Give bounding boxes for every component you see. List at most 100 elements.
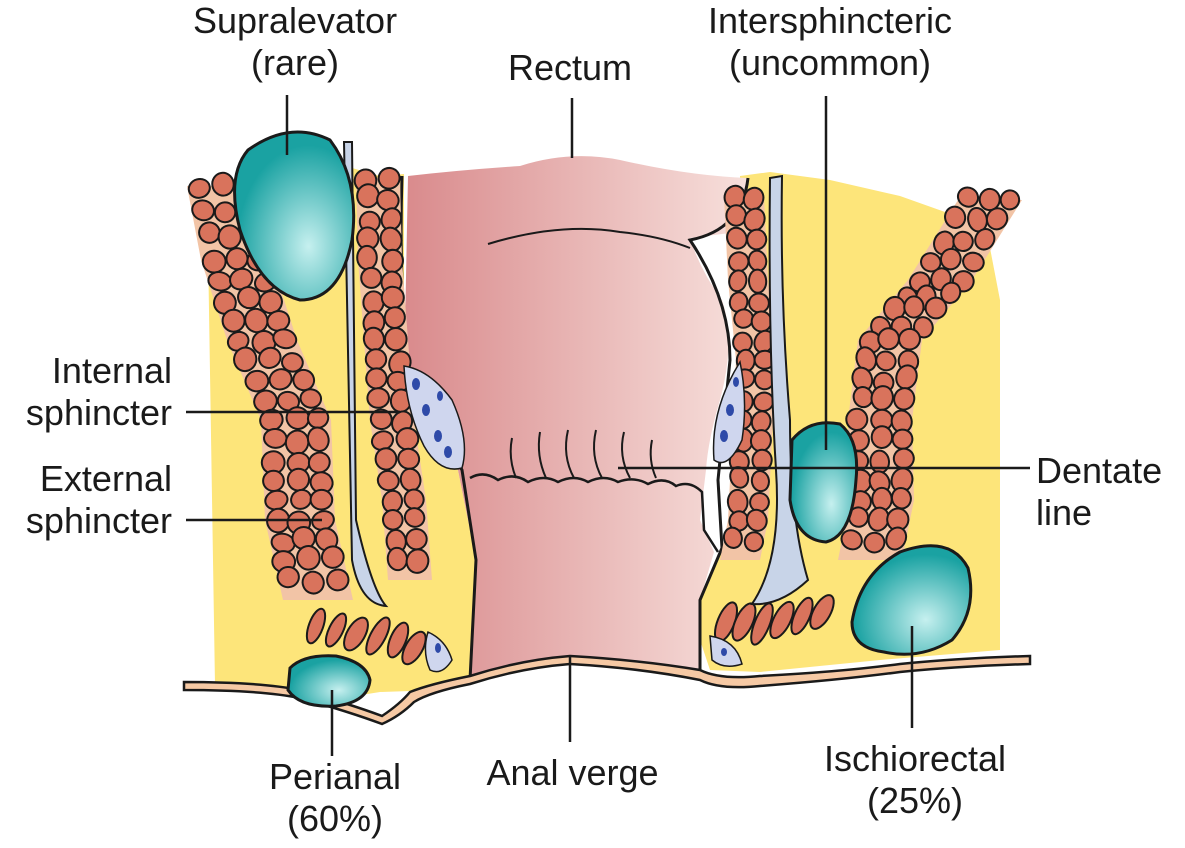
muscle-fiber xyxy=(343,616,369,652)
muscle-fiber xyxy=(956,186,980,208)
rectum-lumen xyxy=(404,156,748,677)
left-internal-sphincter xyxy=(353,166,432,580)
muscle-fiber xyxy=(733,308,754,329)
muscle-fiber xyxy=(307,451,331,474)
muscle-fiber xyxy=(324,612,348,648)
muscle-fiber xyxy=(727,251,750,273)
label-perianal-line2: (60%) xyxy=(286,798,384,839)
label-anal-verge-text: Anal verge xyxy=(486,752,659,793)
muscle-fiber xyxy=(191,199,215,222)
ischiorectal-abscess xyxy=(850,544,973,656)
label-external-sphincter-line2: sphincter xyxy=(25,500,172,541)
label-internal-sphincter: Internal sphincter xyxy=(0,350,172,434)
right-intersphincteric-septum xyxy=(750,174,810,606)
muscle-fiber xyxy=(728,269,748,293)
label-perianal: Perianal (60%) xyxy=(240,756,430,840)
muscle-fiber xyxy=(769,600,795,640)
muscle-fiber xyxy=(262,469,285,492)
label-internal-sphincter-line2: sphincter xyxy=(25,392,172,433)
muscle-fiber xyxy=(790,596,814,636)
label-ischiorectal: Ischiorectal (25%) xyxy=(800,738,1030,822)
muscle-fiber xyxy=(213,201,237,224)
muscle-fiber xyxy=(952,230,974,253)
muscle-fiber xyxy=(401,630,427,666)
muscle-fiber xyxy=(750,602,774,646)
label-supralevator: Supralevator (rare) xyxy=(170,0,420,84)
muscle-fiber xyxy=(320,545,345,569)
right-anal-glands xyxy=(709,360,746,667)
muscle-fiber xyxy=(726,226,748,250)
leader-lines xyxy=(186,95,1030,756)
label-external-sphincter-line1: External xyxy=(39,458,172,499)
muscle-fiber xyxy=(903,295,925,319)
muscle-fiber xyxy=(201,249,227,274)
muscle-fiber xyxy=(939,247,962,271)
muscle-fiber xyxy=(885,526,908,551)
muscle-fiber xyxy=(893,387,916,411)
label-dentate-line-line2: line xyxy=(1036,492,1093,533)
label-rectum-text: Rectum xyxy=(507,47,633,88)
label-ischiorectal-line2: (25%) xyxy=(866,780,964,821)
intersphincteric-abscess xyxy=(788,421,859,544)
label-supralevator-line1: Supralevator xyxy=(192,0,398,41)
muscle-fiber xyxy=(386,621,410,659)
muscle-fiber xyxy=(747,268,768,294)
muscle-fiber xyxy=(276,390,301,412)
anal-columns xyxy=(509,429,657,479)
muscle-fiber xyxy=(405,548,430,574)
subcutaneous-sphincter-bundles xyxy=(305,594,835,666)
label-internal-sphincter-line1: Internal xyxy=(51,350,172,391)
label-supralevator-line2: (rare) xyxy=(251,42,339,83)
muscle-fiber xyxy=(237,286,261,310)
muscle-fiber xyxy=(722,526,743,549)
muscle-fiber xyxy=(978,187,1001,212)
muscle-fiber xyxy=(244,369,270,393)
perianal-abscess xyxy=(286,654,372,708)
label-perianal-line1: Perianal xyxy=(268,756,402,797)
muscle-fiber xyxy=(360,266,383,289)
muscle-fiber xyxy=(301,570,325,595)
muscle-fiber xyxy=(999,189,1021,211)
muscle-fiber xyxy=(376,469,400,492)
left-external-sphincter xyxy=(187,171,353,600)
muscle-fiber xyxy=(356,244,378,271)
muscle-fiber xyxy=(233,346,258,373)
muscle-fiber xyxy=(383,306,406,329)
muscle-fiber xyxy=(286,467,311,492)
muscle-fiber xyxy=(742,186,765,211)
muscle-fiber xyxy=(187,177,211,199)
muscle-fiber xyxy=(290,488,313,510)
muscle-fiber xyxy=(299,388,323,409)
muscle-fiber xyxy=(875,350,897,372)
muscle-fiber xyxy=(746,228,768,251)
muscle-fiber xyxy=(809,594,835,630)
label-intersphincteric-line1: Intersphincteric xyxy=(707,0,953,41)
muscle-fiber xyxy=(944,205,967,229)
muscle-fiber xyxy=(891,428,914,450)
label-intersphincteric: Intersphincteric (uncommon) xyxy=(690,0,970,84)
label-dentate-line-line1: Dentate xyxy=(1036,450,1163,491)
label-external-sphincter: External sphincter xyxy=(0,458,172,542)
label-rectum: Rectum xyxy=(480,47,660,89)
muscle-fiber xyxy=(272,328,298,350)
label-ischiorectal-line1: Ischiorectal xyxy=(823,738,1007,779)
muscle-fiber xyxy=(924,296,948,320)
right-external-sphincter xyxy=(838,186,1022,560)
left-anal-glands xyxy=(403,365,466,673)
muscle-fiber xyxy=(743,531,765,553)
muscle-fiber xyxy=(281,352,304,373)
muscle-fiber xyxy=(309,488,334,511)
muscle-fiber xyxy=(974,228,996,251)
muscle-fiber xyxy=(725,204,748,227)
muscle-fiber xyxy=(383,327,408,352)
muscle-fiber xyxy=(306,426,330,453)
muscle-fiber xyxy=(276,565,300,589)
muscle-fiber xyxy=(750,470,770,493)
muscle-fiber xyxy=(377,166,401,190)
perineal-skin xyxy=(182,654,1032,726)
label-intersphincteric-line2: (uncommon) xyxy=(728,42,932,83)
muscle-fiber xyxy=(268,368,293,391)
muscle-fiber xyxy=(364,348,388,371)
label-dentate-line: Dentate line xyxy=(1036,450,1181,534)
